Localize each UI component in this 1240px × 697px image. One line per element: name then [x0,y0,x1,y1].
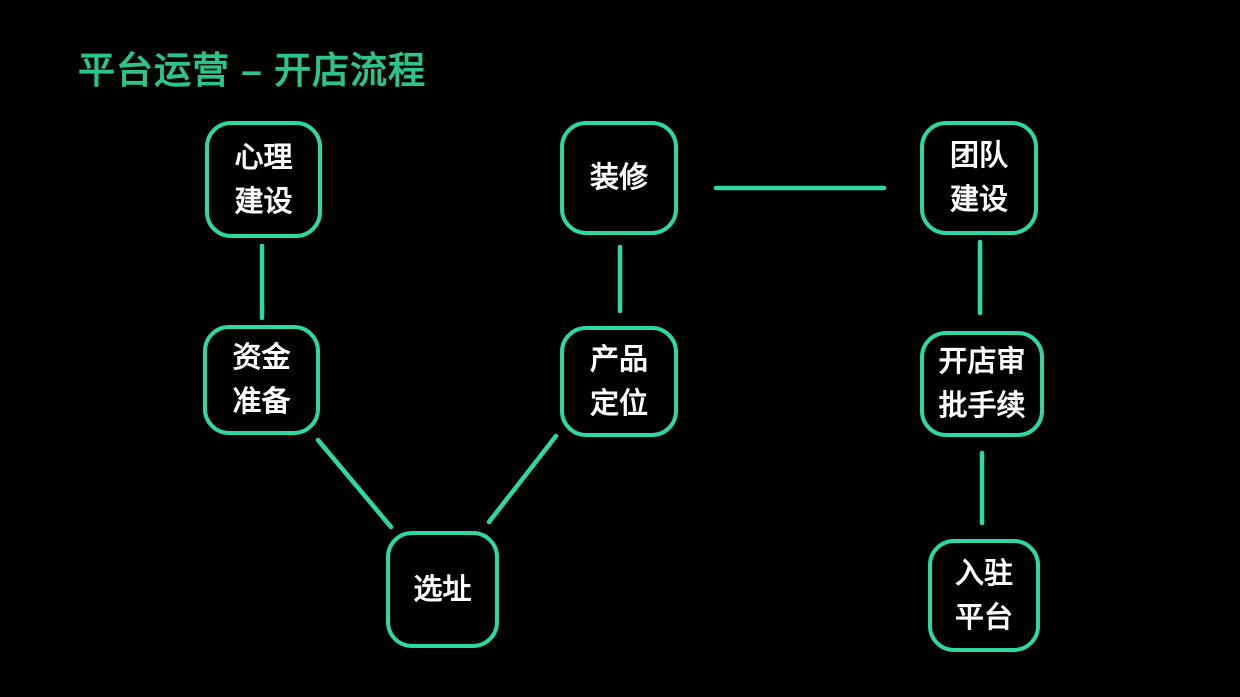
node-funding-preparation: 资金 准备 [203,325,320,435]
node-site-selection: 选址 [386,531,499,648]
connector-funding-to-site [315,437,394,530]
node-label-line: 建设 [949,184,1008,216]
page-title: 平台运营 – 开店流程 [78,50,427,91]
node-label-line: 入驻 [954,557,1013,590]
connector-product-to-site [486,433,559,525]
node-store-approval-procedures: 开店审 批手续 [920,331,1044,437]
node-team-building: 团队 建设 [920,121,1038,235]
node-label-line: 建设 [234,185,293,218]
node-label-line: 平台 [954,601,1013,634]
node-label-line: 心理 [234,141,293,174]
node-label-line: 批手续 [938,390,1026,422]
node-platform-onboarding: 入驻 平台 [928,539,1040,652]
node-label-line: 选址 [413,573,472,606]
node-product-positioning: 产品 定位 [560,326,678,437]
node-label-line: 准备 [232,386,291,418]
node-label-line: 开店审 [938,346,1026,378]
node-label-line: 装修 [589,162,648,194]
node-psychological-preparation: 心理 建设 [205,121,322,238]
node-label-line: 资金 [232,342,291,374]
node-label-line: 团队 [949,140,1008,172]
node-label-line: 产品 [589,343,648,376]
node-decoration: 装修 [560,121,678,235]
node-label-line: 定位 [589,387,648,420]
